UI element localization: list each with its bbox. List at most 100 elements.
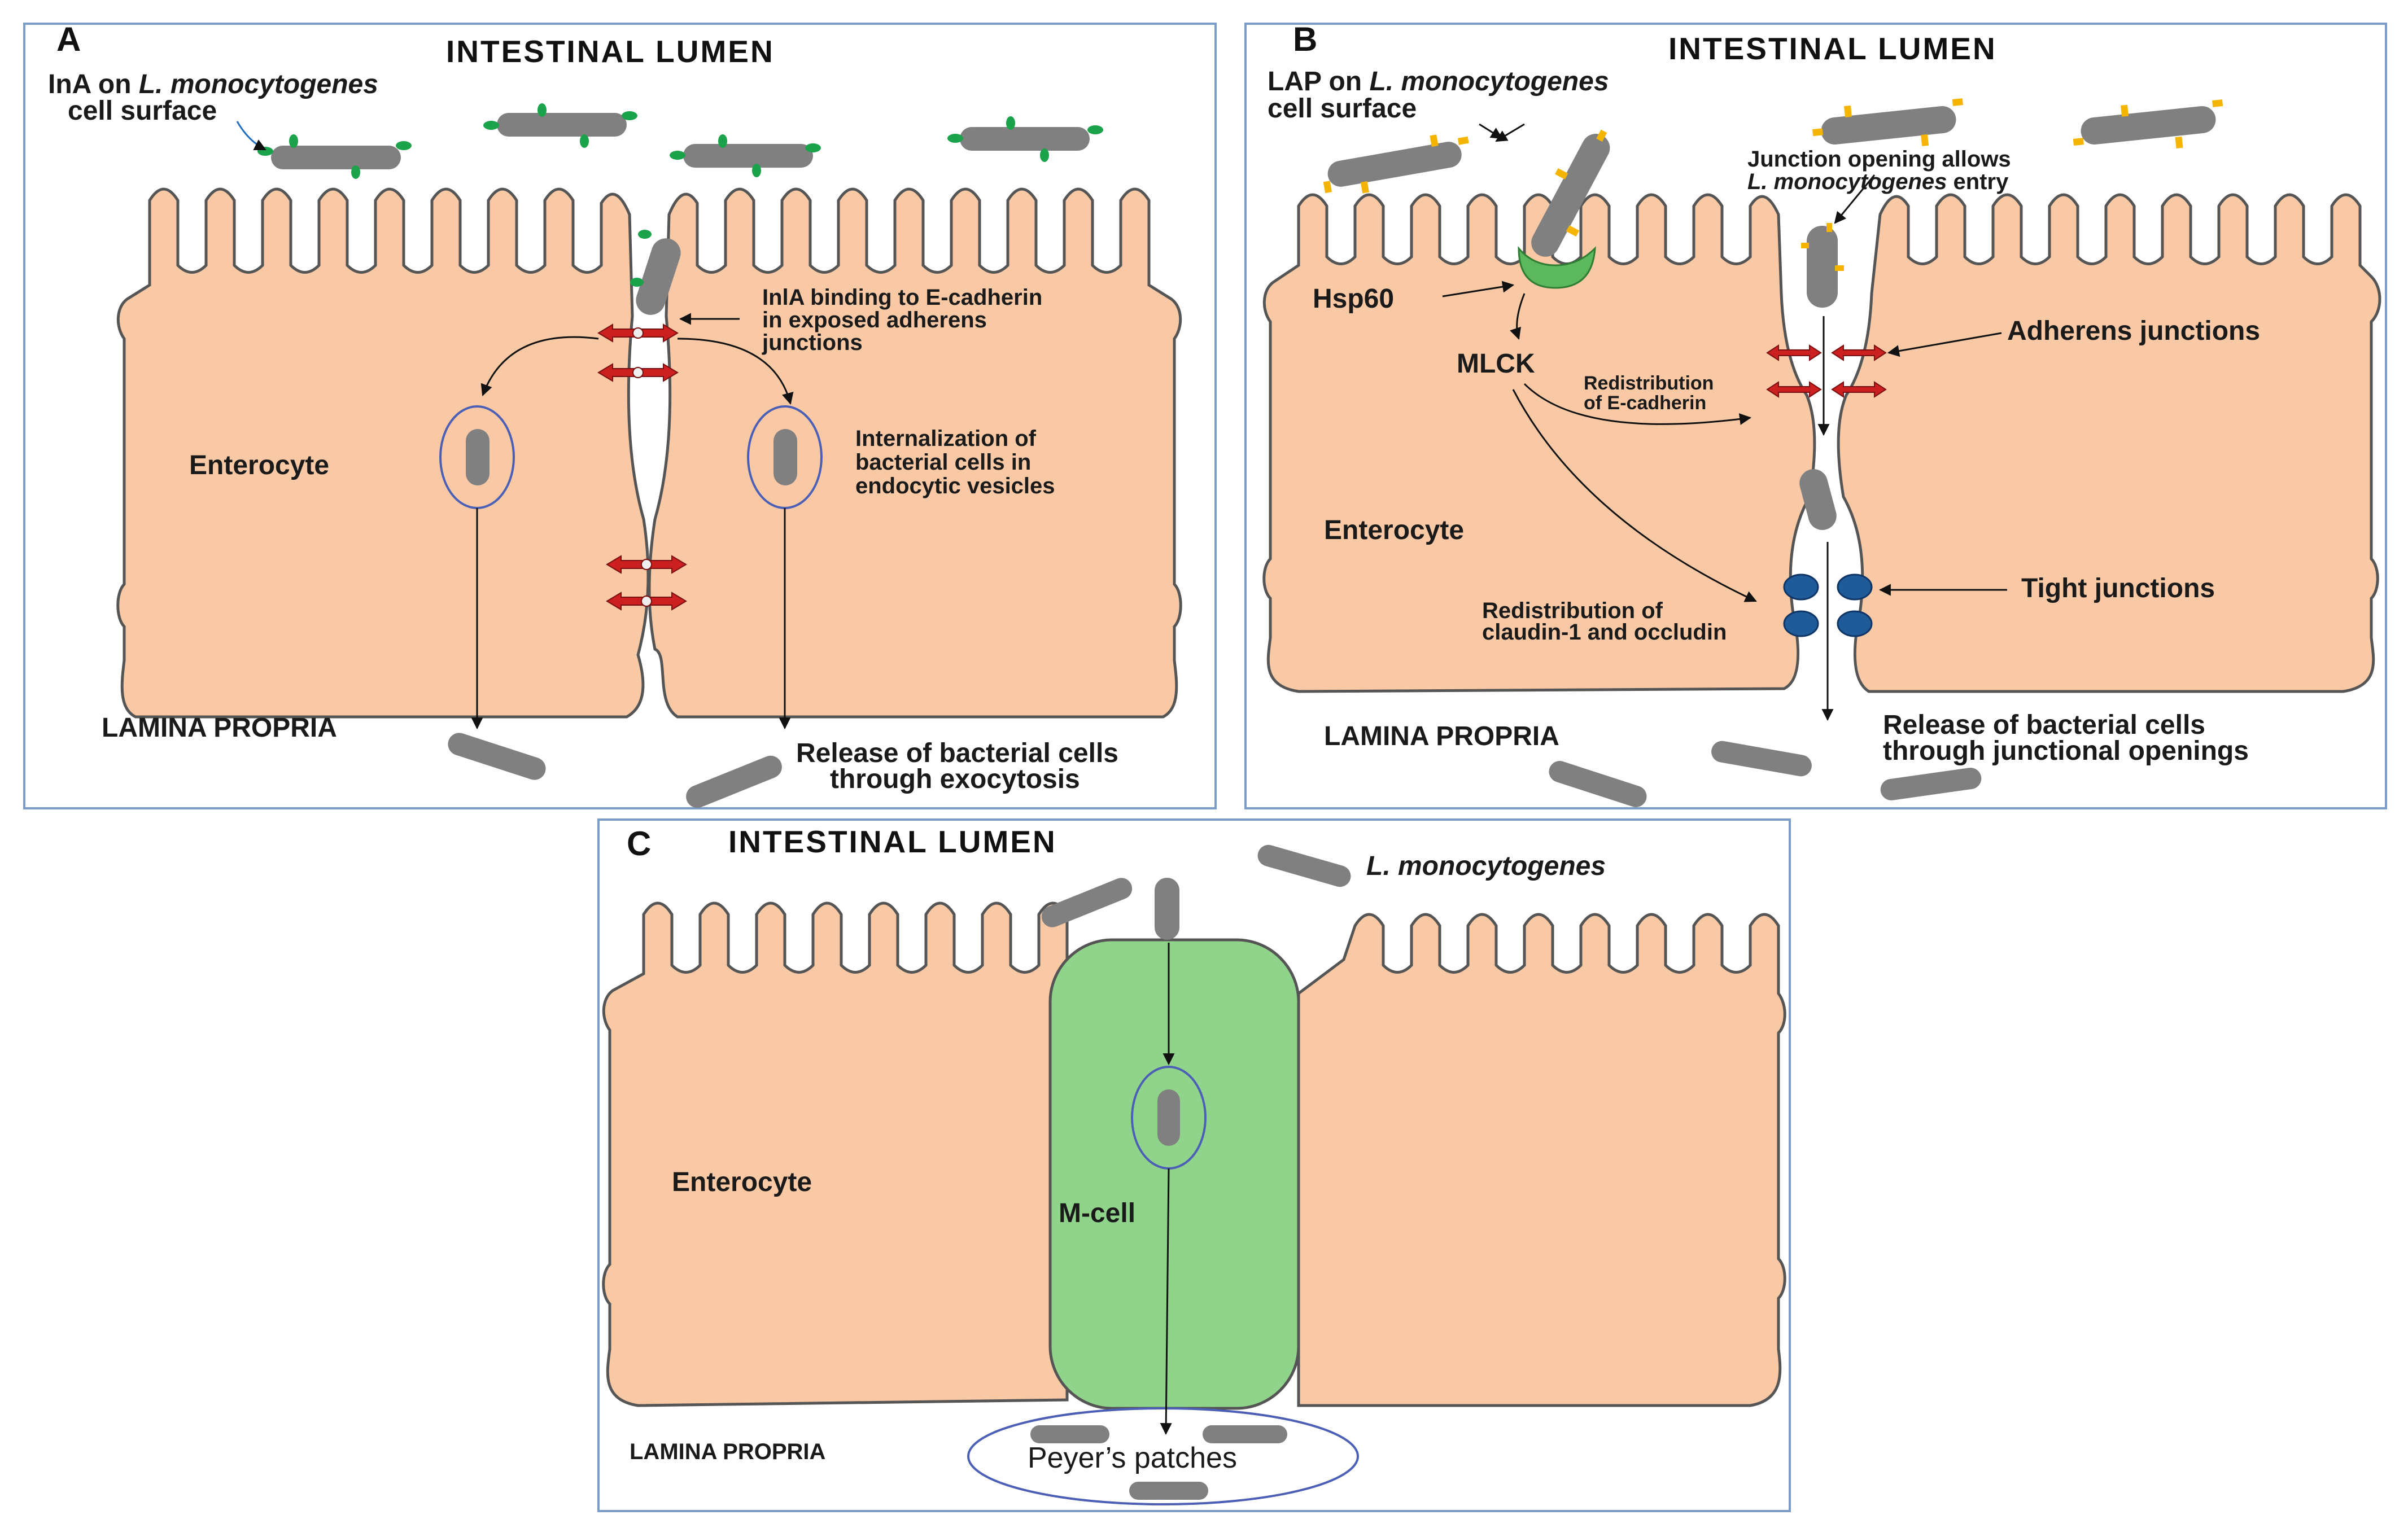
bacterium [1549,761,1647,807]
junction-complex [597,363,679,382]
panel-c-letter: C [627,825,651,862]
panel-c-lumen-bacteria [1041,844,1351,940]
bacterium [1880,768,1982,800]
panel-a-lamina-propria-label: LAMINA PROPRIA [102,713,337,743]
arrow [1834,174,1876,224]
bacterium [257,134,412,179]
panel-a-release-label-2: through exocytosis [830,764,1080,794]
panel-c-lamina-propria-label: LAMINA PROPRIA [630,1439,825,1464]
junction-complex [606,555,687,574]
arrow [1523,383,1752,425]
arrow [1495,123,1525,142]
tight-junction [1783,573,1819,601]
bacterium [670,134,821,177]
bacterium [1030,1425,1109,1443]
panel-a-enterocyte-left [116,187,650,719]
panel-a: A INTESTINAL LUMEN [23,20,1217,809]
panel-b-junction-opening-label-2: L. monocytogenes entry [1747,169,2009,194]
panel-a-internalization-label-3: endocytic vesicles [855,474,1055,498]
panel-a-binding-label-3: junctions [762,330,863,355]
panel-c-lm-label: L. monocytogenes [1366,851,1606,881]
panel-b-release-label-2: through junctional openings [1883,736,2249,766]
bacterium [1812,98,1963,147]
panel-a-binding-label-1: InlA binding to E-cadherin [762,285,1042,310]
junction-complex [597,323,679,343]
junction-complex [1831,344,1887,361]
bacterium [1323,134,1469,194]
bacterium [483,103,637,148]
panel-b-release-label-1: Release of bacterial cells [1883,710,2205,740]
panel-b-lamina-propria-label: LAMINA PROPRIA [1324,721,1559,751]
tight-junction [1837,610,1873,637]
panel-b-lumen-bacteria [1323,98,2223,530]
panel-b-redist-ecad-label-2: of E-cadherin [1584,392,1706,414]
arrow [1887,332,2002,357]
tight-junction [1837,573,1873,601]
panel-c-border [597,818,1791,1512]
bacterium [448,733,546,780]
bacterium [1711,741,1812,777]
tight-junction [1783,610,1819,637]
junction-complex [1766,381,1822,398]
panel-a-title: INTESTINAL LUMEN [446,34,775,69]
junction-complex [1831,381,1887,398]
panel-c-enterocyte-right [1297,913,1786,1407]
panel-b-border [1244,23,2387,809]
arrow [1510,293,1526,340]
arrow [1442,281,1515,297]
bacterium [1129,1482,1208,1500]
panel-b-tight-junctions [1783,573,1873,637]
panel-b-redist-ecad-label-1: Redistribution [1584,373,1714,394]
panel-b-title: INTESTINAL LUMEN [1668,31,1997,66]
panel-a-lumen-bacteria [257,103,1103,315]
panel-c-arrows [1160,943,1175,1435]
bacterium [1801,223,1844,308]
panel-c: C INTESTINAL LUMEN L. monocytogenes [597,818,1791,1512]
panel-b-enterocyte-label: Enterocyte [1324,515,1464,545]
panel-b-surface-label-line2: cell surface [1268,94,1417,124]
panel-b: B INTESTINAL LUMEN [1244,20,2387,809]
bacterium [630,230,681,315]
panel-a-adherens-junctions [597,323,687,611]
panel-c-peyers-label: Peyer’s patches [1028,1442,1237,1474]
panel-a-letter: A [56,20,81,58]
bacterium [686,755,782,808]
panel-b-letter: B [1293,20,1317,58]
arrow [1479,123,1503,139]
panel-b-mlck-label: MLCK [1457,349,1535,379]
panel-b-hsp60-label: Hsp60 [1313,284,1394,314]
panel-c-mcell-label: M-cell [1059,1198,1135,1228]
panel-b-tight-label: Tight junctions [2021,573,2215,603]
panel-b-redist-claudin-label-2: claudin-1 and occludin [1482,620,1727,645]
panel-a-internalization-label-1: Internalization of [855,426,1037,451]
panel-c-enterocyte-left [602,901,1069,1407]
arrow [1512,389,1757,602]
panel-a-surface-label-line2: cell surface [68,96,217,126]
panel-b-arrows [1442,123,2007,721]
bacterium [1155,878,1179,940]
bacterium [947,116,1103,162]
panel-c-enterocyte-label: Enterocyte [672,1167,812,1197]
bacterium [1203,1425,1287,1443]
panel-b-surface-label: LAP on L. monocytogenes [1268,67,1609,97]
panel-b-junction-opening-label: Junction opening allows [1747,147,2011,172]
panel-a-arrows [236,121,794,730]
panel-b-enterocyte-right [1837,193,2381,693]
arrow [480,336,599,396]
bacterium [1041,878,1133,927]
panel-c-title: INTESTINAL LUMEN [728,824,1057,859]
bacterium [1531,129,1610,257]
arrow [236,121,266,151]
bacterium [1799,469,1837,530]
panel-b-redist-claudin-label-1: Redistribution of [1482,598,1663,623]
panel-c-m-cell [1048,938,1300,1410]
arrow [1160,1168,1172,1435]
bacterium [1257,844,1351,887]
panel-a-internalization-label-2: bacterial cells in [855,450,1031,475]
panel-b-adherens-junctions [1766,344,1887,398]
panel-b-hsp60-receptor [1518,246,1596,289]
panel-a-release-label-1: Release of bacterial cells [796,738,1118,768]
junction-complex [606,592,687,611]
bacterium [2073,99,2223,149]
